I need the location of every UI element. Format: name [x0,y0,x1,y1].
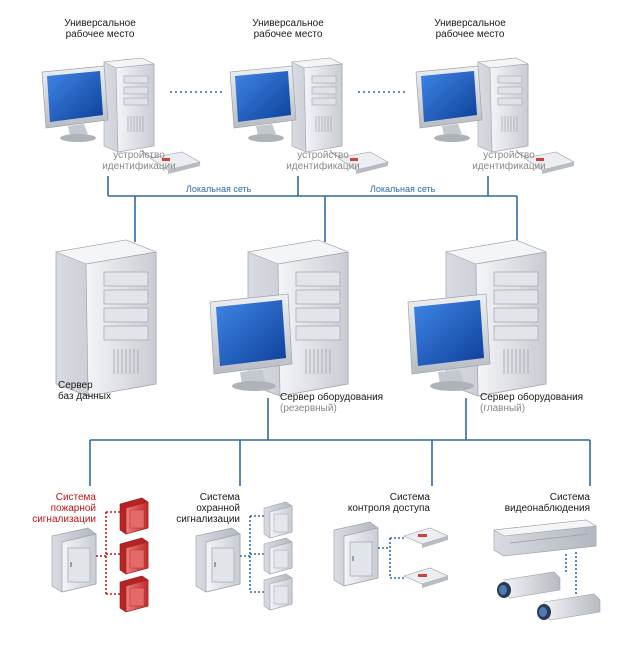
lan-label-2: Локальная сеть [370,184,436,194]
security-system-label: Система охранной сигнализации [162,492,240,525]
main-server-line2: (главный) [480,403,526,414]
bus-bottom [89,398,591,486]
backup-server-line2: (резервный) [280,403,337,414]
video-system-label: Система видеонаблюдения [490,492,590,514]
camera-2 [536,593,601,621]
fire-detector-1 [119,497,149,535]
fire-line2: пожарной [50,503,96,514]
fire-links [96,511,122,595]
workstation-2-title: Универсальное рабочее место [252,18,324,40]
lan-label-1: Локальная сеть [186,184,252,194]
fire-system-label: Система пожарной сигнализации [20,492,96,525]
access-system-label: Система контроля доступа [330,492,430,514]
access-panel [333,521,379,587]
access-links [378,537,406,579]
fire-panel [51,527,97,593]
main-server-line1: Сервер оборудования [480,392,584,403]
security-detector-2 [263,537,293,575]
access-line2: контроля доступа [347,503,430,514]
lan-top [107,176,518,242]
camera-1 [496,571,561,599]
db-server-line1: Сервер [58,380,93,391]
security-links [240,515,266,593]
access-line1: Система [389,492,430,503]
video-links [565,552,577,596]
video-recorder [493,519,597,557]
video-line2: видеонаблюдения [504,503,590,514]
fire-detector-2 [119,537,149,575]
workstation-1-title: Универсальное рабочее место [64,18,136,40]
video-line1: Система [549,492,590,503]
db-server-line2: баз данных [58,391,111,402]
security-line1: Система [199,492,240,503]
db-server-tower [55,239,157,397]
workstation-3-device: устройство идентификации [472,150,546,172]
backup-server-line1: Сервер оборудования [280,392,384,403]
workstation-1-device: устройство идентификации [102,150,176,172]
card-reader-1 [403,527,449,549]
workstation-3-title: Универсальное рабочее место [434,18,506,40]
security-panel [195,527,241,593]
security-detector-1 [263,501,293,539]
security-detector-3 [263,573,293,611]
fire-line1: Система [55,492,96,503]
workstation-2-device: устройство идентификации [286,150,360,172]
security-line2: охранной [196,503,240,514]
db-server-label: Сервер баз данных [58,380,158,402]
security-line3: сигнализации [176,514,240,525]
fire-detector-3 [119,575,149,613]
backup-server-label: Сервер оборудования (резервный) [280,392,400,414]
fire-line3: сигнализации [32,514,96,525]
main-server-label: Сервер оборудования (главный) [480,392,600,414]
card-reader-2 [403,567,449,589]
